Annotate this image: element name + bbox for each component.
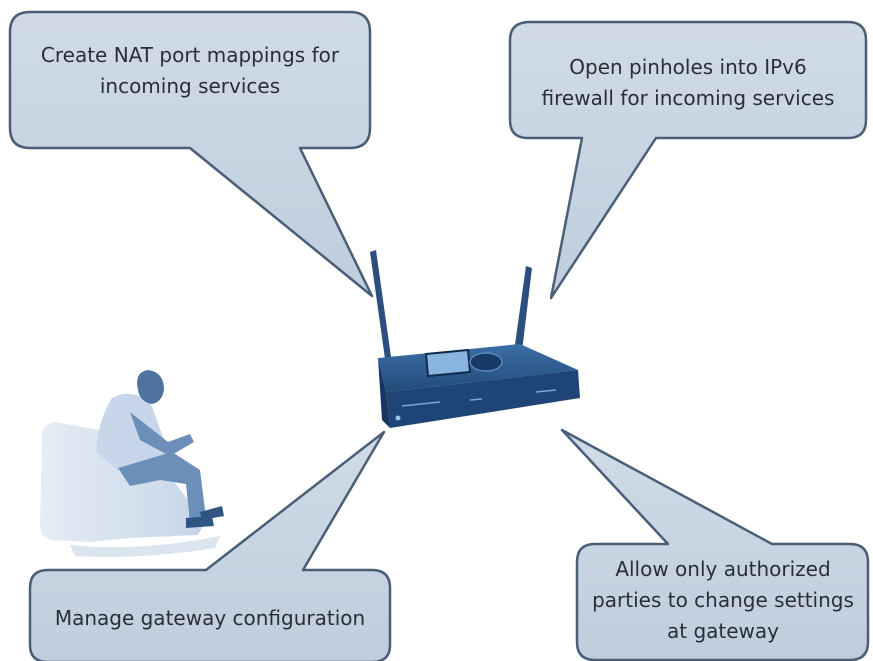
- antenna-right: [512, 266, 532, 368]
- person-illustration: [40, 370, 224, 557]
- antenna-left: [370, 250, 392, 366]
- callout-text-pinholes: Open pinholes into IPv6 firewall for inc…: [541, 55, 835, 110]
- router-front-lights: [401, 389, 557, 407]
- callout-text-authorize: Allow only authorized parties to change …: [592, 557, 854, 643]
- router-dial: [469, 352, 503, 372]
- router-display: [424, 348, 472, 378]
- callout-bubble-authorize: [560, 428, 870, 661]
- person-body: [96, 393, 168, 472]
- person-shadow: [70, 536, 220, 557]
- callout-bubble-manage: [28, 430, 392, 661]
- person-head: [137, 370, 164, 404]
- callout-text-manage: Manage gateway configuration: [54, 606, 366, 630]
- chair: [40, 422, 205, 542]
- person-arm: [130, 412, 194, 456]
- router-logo: [395, 415, 401, 421]
- gateway-router: [370, 250, 580, 428]
- callout-bubble-pinholes: [508, 20, 868, 300]
- callout-text-nat: Create NAT port mappings for incoming se…: [40, 43, 340, 98]
- person-shoes: [186, 506, 224, 528]
- callout-bubble-nat: [8, 10, 374, 298]
- person-legs: [118, 452, 206, 522]
- router-front: [386, 370, 580, 428]
- router-side: [378, 358, 390, 428]
